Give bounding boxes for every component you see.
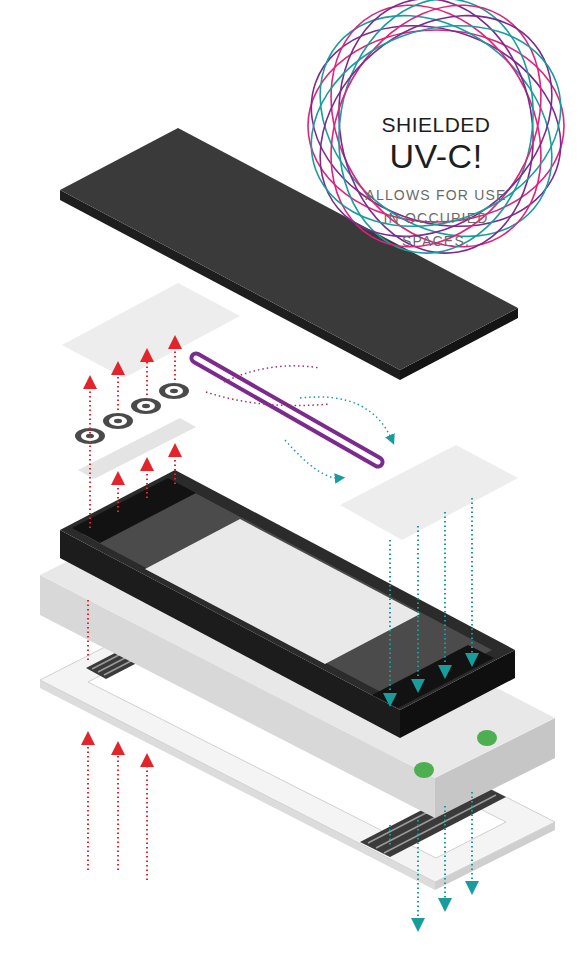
airflow-arrow — [146, 760, 148, 880]
badge-note: ALLOWS FOR USE IN OCCUPIED SPACES. — [361, 184, 511, 253]
intake-vent — [72, 478, 196, 543]
fan-hub — [170, 389, 178, 393]
arrowhead — [414, 681, 422, 687]
airflow-arrow — [146, 355, 148, 395]
cover-plate — [60, 128, 518, 370]
badge-loop — [283, 0, 588, 260]
airflow-arrow — [471, 792, 473, 888]
airflow-arrow — [87, 738, 89, 870]
airflow-arrow — [417, 526, 419, 686]
airflow-arrow — [117, 748, 119, 870]
mount-bumper — [477, 730, 497, 746]
uvc-lamp — [196, 358, 378, 462]
airflow-arrow — [117, 478, 119, 512]
badge-loop — [289, 0, 583, 285]
badge-heading: SHIELDED — [381, 112, 490, 138]
badge-title: UV-C! — [389, 138, 482, 174]
fan — [159, 383, 189, 399]
airflow-arrow — [444, 806, 446, 905]
badge-loop — [276, 0, 588, 282]
arrowhead — [441, 667, 449, 673]
airflow-arrow — [174, 342, 176, 380]
exhaust-airflow — [390, 498, 472, 925]
badge-loop — [283, 0, 588, 260]
airflow-arrow — [117, 368, 119, 410]
fan-hub — [137, 401, 155, 411]
fan-hub — [165, 386, 183, 396]
fan — [131, 398, 161, 414]
uvc-lamp-core — [196, 358, 378, 462]
mount-bumper — [414, 762, 434, 778]
airflow-arrow — [174, 450, 176, 484]
airflow-arrow — [389, 540, 391, 700]
fan-group — [75, 383, 189, 444]
airflow-arrow — [87, 600, 89, 660]
vent-arrowheads — [386, 653, 476, 701]
airflow-curve — [206, 392, 330, 406]
airflow-arrow — [444, 512, 446, 672]
arrowhead — [386, 695, 394, 701]
airflow-arrow — [471, 498, 473, 660]
airflow-curve — [224, 366, 320, 382]
badge-loop — [276, 0, 588, 282]
airflow-arrow — [89, 382, 91, 528]
badge-loop — [289, 0, 583, 285]
airflow-arrow — [389, 825, 391, 845]
airflow-arrow — [417, 820, 419, 925]
tray-panel — [145, 519, 420, 664]
arrowhead — [468, 653, 476, 659]
badge-callout: SHIELDEDUV-C! ALLOWS FOR USE IN OCCUPIED … — [288, 0, 584, 256]
filter-sheet — [62, 283, 240, 378]
airflow-curve — [300, 397, 392, 440]
fan-hub — [142, 404, 150, 408]
fan — [103, 413, 133, 429]
fan-hub — [114, 419, 122, 423]
airflow-curve — [285, 440, 340, 478]
fan-hub — [109, 416, 127, 426]
fan-strip — [78, 418, 196, 479]
intake-airflow — [88, 342, 175, 880]
airflow-arrow — [146, 464, 148, 498]
